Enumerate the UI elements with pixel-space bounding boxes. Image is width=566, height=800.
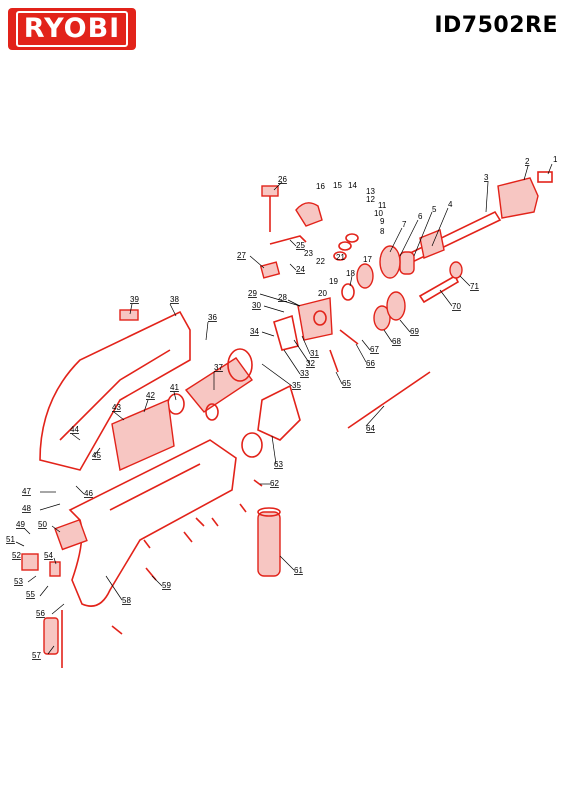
part-number-label: 42	[146, 391, 155, 400]
part-number-label: 36	[208, 313, 217, 322]
part-number-label: 67	[370, 345, 379, 354]
trigger-switch	[54, 518, 88, 551]
part-number-label: 63	[274, 460, 283, 469]
part-number-label: 66	[366, 359, 375, 368]
part-labels: 1 2 3 4 5 6 7 8 9 10 11 12 13 14 15 16 1…	[6, 155, 558, 660]
part-number-label: 4	[448, 200, 453, 209]
model-number: ID7502RE	[434, 13, 558, 38]
part-number-label: 17	[363, 255, 372, 264]
part-number-label: 41	[170, 383, 179, 392]
part-number-label: 55	[26, 590, 35, 599]
side-handle-grip	[257, 507, 281, 577]
part-number-label: 20	[318, 289, 327, 298]
part-number-label: 29	[248, 289, 257, 298]
part-number-label: 8	[380, 227, 385, 236]
part-number-label: 37	[214, 363, 223, 372]
screws	[111, 479, 263, 635]
drill-chuck	[497, 171, 553, 219]
part-number-label: 31	[310, 349, 319, 358]
part-number-label: 2	[525, 157, 530, 166]
part-number-label: 19	[329, 277, 338, 286]
part-number-label: 26	[278, 175, 287, 184]
part-52	[21, 553, 39, 571]
depth-rod	[347, 371, 431, 429]
power-cord	[43, 610, 63, 668]
hex-key	[269, 235, 307, 245]
part-number-label: 27	[237, 251, 246, 260]
part-number-label: 58	[122, 596, 131, 605]
part-number-label: 70	[452, 302, 461, 311]
pin-66	[339, 329, 359, 345]
part-number-label: 54	[44, 551, 53, 560]
gearbox-plate	[273, 297, 333, 351]
part-number-label: 59	[162, 581, 171, 590]
housing-half-left	[39, 309, 191, 471]
part-number-label: 68	[392, 337, 401, 346]
part-number-label: 48	[22, 504, 31, 513]
part-number-label: 32	[306, 359, 315, 368]
part-number-label: 14	[348, 181, 357, 190]
part-number-label: 51	[6, 535, 15, 544]
pin-65	[329, 349, 339, 373]
gear-cluster-lower	[373, 261, 463, 331]
part-number-label: 10	[374, 209, 383, 218]
locator-pin	[261, 185, 279, 232]
part-number-label: 7	[402, 220, 407, 229]
part-number-label: 23	[304, 249, 313, 258]
part-number-label: 30	[252, 301, 261, 310]
part-number-label: 62	[270, 479, 279, 488]
gear-cluster-upper	[295, 202, 401, 301]
part-number-label: 43	[112, 403, 121, 412]
housing-half-right	[68, 439, 237, 607]
part-number-label: 24	[296, 265, 305, 274]
part-number-label: 15	[333, 181, 342, 190]
part-number-label: 38	[170, 295, 179, 304]
part-number-label: 47	[22, 487, 31, 496]
part-number-label: 28	[278, 293, 287, 302]
part-number-label: 13	[366, 187, 375, 196]
part-number-label: 49	[16, 520, 25, 529]
side-handle-clamp	[241, 384, 301, 458]
ryobi-logo: RYOBI	[8, 8, 136, 50]
part-number-label: 6	[418, 212, 423, 221]
part-number-label: 12	[366, 195, 375, 204]
part-number-label: 57	[32, 651, 41, 660]
part-number-label: 3	[484, 173, 489, 182]
part-number-label: 52	[12, 551, 21, 560]
armature	[167, 348, 253, 421]
part-number-label: 1	[553, 155, 558, 164]
part-number-label: 64	[366, 424, 375, 433]
lever-27	[259, 261, 281, 279]
part-number-label: 56	[36, 609, 45, 618]
part-number-label: 44	[70, 425, 79, 434]
part-number-label: 33	[300, 369, 309, 378]
logo-text: RYOBI	[15, 11, 129, 47]
field-stator	[111, 398, 175, 472]
part-number-label: 71	[470, 282, 479, 291]
part-54	[49, 561, 61, 577]
part-number-label: 61	[294, 566, 303, 575]
part-number-label: 5	[432, 205, 437, 214]
part-number-label: 69	[410, 327, 419, 336]
part-number-label: 53	[14, 577, 23, 586]
part-number-label: 39	[130, 295, 139, 304]
part-number-label: 21	[336, 253, 345, 262]
part-number-label: 18	[346, 269, 355, 278]
part-number-label: 9	[380, 217, 385, 226]
part-number-label: 11	[378, 201, 387, 210]
part-number-label: 50	[38, 520, 47, 529]
part-number-label: 16	[316, 182, 325, 191]
part-number-label: 65	[342, 379, 351, 388]
part-number-label: 34	[250, 327, 259, 336]
part-number-label: 45	[92, 451, 101, 460]
part-number-label: 35	[292, 381, 301, 390]
part-number-label: 22	[316, 257, 325, 266]
part-number-label: 25	[296, 241, 305, 250]
spindle-shaft	[398, 210, 502, 275]
part-number-label: 46	[84, 489, 93, 498]
